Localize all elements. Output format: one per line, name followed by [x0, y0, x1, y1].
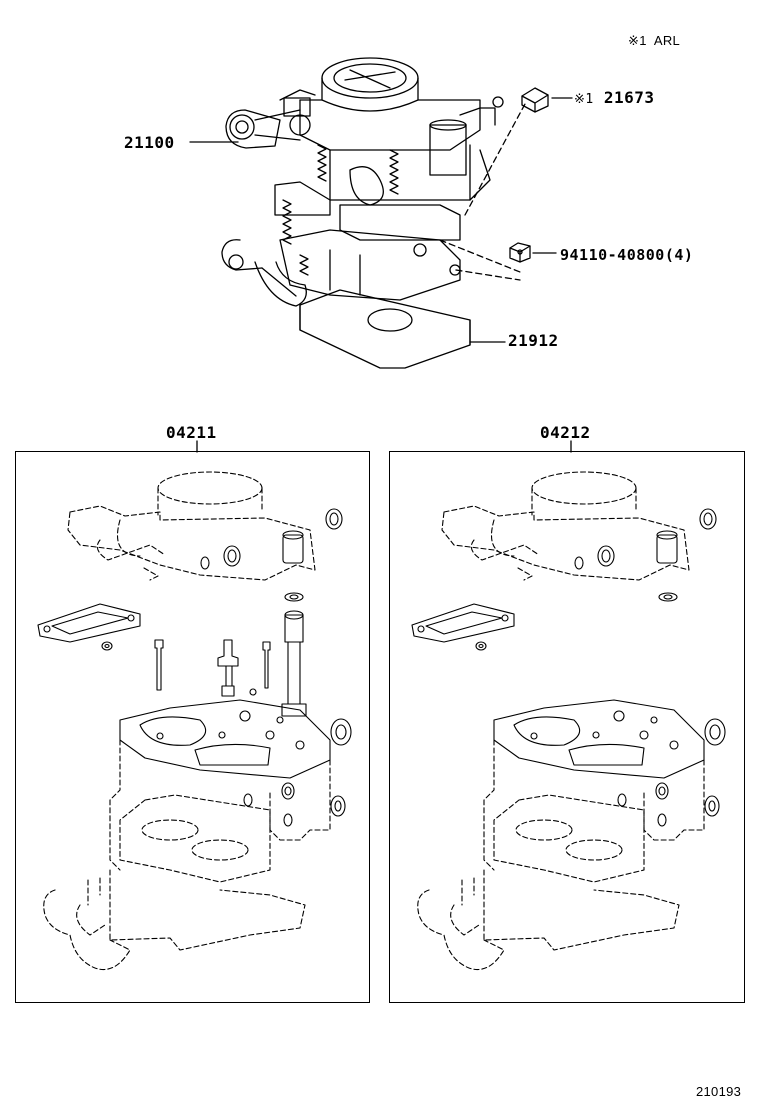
part-label-nut[interactable]: 94110-40800(4)	[560, 246, 694, 264]
leader-nut-dashed	[439, 239, 521, 281]
note-mark: ※1	[628, 33, 647, 48]
part-21673[interactable]	[521, 87, 549, 113]
leader-21673	[464, 103, 526, 216]
carburetor-assembly[interactable]	[221, 57, 504, 369]
part-nut[interactable]	[509, 242, 531, 263]
kit-right-drawing[interactable]	[411, 471, 726, 971]
kit-left-drawing[interactable]	[37, 471, 352, 971]
note-text: ARL	[653, 33, 681, 48]
part-label-insulator[interactable]: 21912	[508, 331, 559, 350]
part-mark: ※1	[574, 92, 594, 107]
kit-label-right[interactable]: 04212	[540, 423, 591, 442]
part-label-21673[interactable]: 21673	[603, 88, 655, 107]
kit-label-left[interactable]: 04211	[166, 423, 217, 442]
part-label-21673-group[interactable]: ※1 21673	[574, 88, 655, 107]
part-label-carburetor[interactable]: 21100	[124, 133, 175, 152]
note-label: ※1 ARL	[628, 33, 680, 49]
kit-box-right	[389, 451, 745, 1003]
kit-box-left	[15, 451, 370, 1003]
footer-code: 210193	[696, 1084, 742, 1099]
